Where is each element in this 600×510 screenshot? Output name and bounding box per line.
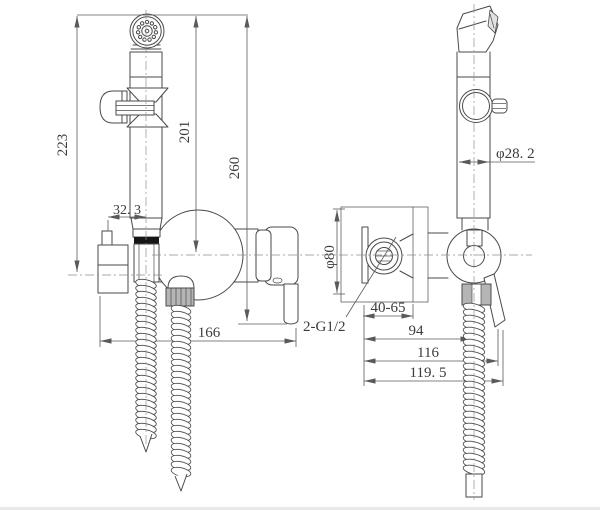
dim-flange-diameter: φ80 <box>322 245 338 269</box>
seal-ring <box>134 237 159 244</box>
dim-bracket-offset: 32. 3 <box>113 203 141 218</box>
hose-side-view <box>462 302 486 476</box>
dim-overall-height: 260 <box>227 157 243 180</box>
wall-box <box>340 206 429 303</box>
hose-supply <box>170 304 192 478</box>
dim-hose-span: 166 <box>198 325 221 341</box>
wall-flange <box>97 244 129 294</box>
hose-handle <box>135 278 157 440</box>
supply-pipe <box>101 230 113 246</box>
label-thread-spec: 2-G1/2 <box>303 319 346 335</box>
bracket-knob-side <box>459 89 493 123</box>
dim-depth-overall: 119. 5 <box>410 365 447 381</box>
dim-wall-depth-range: 40-65 <box>371 300 406 316</box>
centerlines <box>68 4 532 500</box>
side-view <box>340 5 508 328</box>
front-view <box>97 13 299 325</box>
bottom-border <box>0 507 600 510</box>
dim-handle-height: 201 <box>177 121 193 144</box>
hose-supply-tip <box>174 473 188 492</box>
dim-depth-to-valve: 94 <box>409 323 425 339</box>
spray-nozzle-holes <box>135 19 159 42</box>
dim-bracket-height: 223 <box>55 134 71 157</box>
dim-handle-diameter: φ28. 2 <box>496 146 535 162</box>
dim-depth-to-lever: 116 <box>417 345 439 361</box>
dimension-annotations: 223 201 260 32. 3 φ28. 2 166 2-G1/2 φ80 … <box>55 14 535 386</box>
